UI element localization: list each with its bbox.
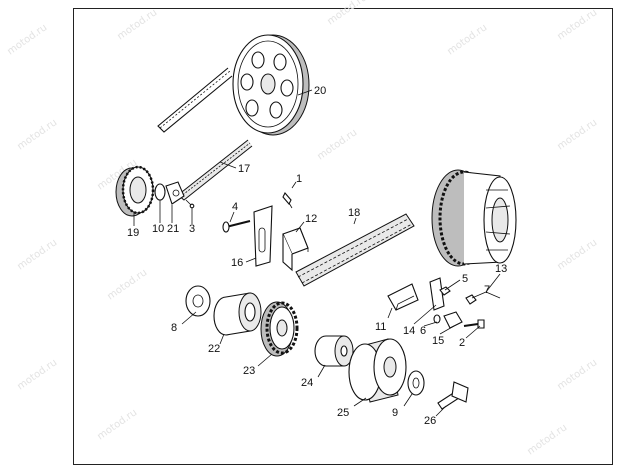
- part-8-washer: [185, 285, 211, 317]
- part-13-nut: [465, 294, 477, 305]
- watermark-text: motod.ru: [315, 127, 359, 162]
- part-19-front-sprocket: [115, 165, 155, 217]
- callout-8: 8: [171, 322, 177, 334]
- watermark-text: motod.ru: [15, 237, 59, 272]
- diagram-frame: [73, 8, 613, 465]
- callout-5: 5: [462, 273, 468, 285]
- callout-10: 10: [152, 223, 164, 235]
- part-4-bolt: [222, 220, 251, 233]
- part-11-chain-guide: [387, 283, 419, 311]
- callout-16: 16: [231, 257, 243, 269]
- callout-9: 9: [392, 407, 398, 419]
- callout-6: 6: [420, 325, 426, 337]
- callout-18: 18: [348, 207, 360, 219]
- watermark-text: motod.ru: [445, 22, 489, 57]
- callout-20: 20: [314, 85, 326, 97]
- watermark-text: motod.ru: [95, 407, 139, 442]
- part-16-tensioner-arm: [253, 205, 273, 267]
- part-26-bolt: [437, 381, 469, 410]
- watermark-text: motod.ru: [555, 357, 599, 392]
- part-24-spline-gear: [314, 335, 354, 367]
- callout-1: 1: [296, 173, 302, 185]
- part-23-sprocket: [260, 301, 299, 357]
- watermark-text: motod.ru: [15, 357, 59, 392]
- callout-24: 24: [301, 377, 313, 389]
- part-25-drum: [348, 338, 407, 403]
- watermark-text: motod.ru: [555, 237, 599, 272]
- rear-sprocket-hub: [431, 169, 517, 267]
- watermark-text: motod.ru: [105, 267, 149, 302]
- callout-4: 4: [232, 201, 238, 213]
- callout-25: 25: [337, 407, 349, 419]
- part-5-nut: [439, 286, 451, 296]
- part-20-rear-pulley: [232, 34, 310, 136]
- watermark-text: motod.ru: [325, 0, 369, 27]
- part-18-roller-chain: [295, 213, 415, 287]
- part-15-bracket: [443, 311, 463, 329]
- callout-7: 7: [484, 284, 490, 296]
- watermark-text: motod.ru: [5, 22, 49, 57]
- callout-3: 3: [189, 223, 195, 235]
- watermark-text: motod.ru: [15, 117, 59, 152]
- callout-11: 11: [375, 321, 386, 333]
- callout-22: 22: [208, 343, 220, 355]
- callout-21: 21: [167, 223, 179, 235]
- part-6-washer: [433, 314, 441, 324]
- callout-12: 12: [305, 213, 317, 225]
- callout-19: 19: [127, 227, 139, 239]
- callout-13: 13: [495, 263, 507, 275]
- callout-15: 15: [432, 335, 444, 347]
- part-2-bolt: [463, 319, 485, 329]
- part-12-adjuster-bracket: [282, 227, 309, 272]
- part-9-washer: [407, 370, 425, 396]
- callout-leaders: [133, 89, 501, 417]
- callout-labels: 20 17 19 10 21 3 1 4 16 12 18 11 5 13 7 …: [127, 85, 507, 427]
- drive-belt: [157, 67, 233, 133]
- watermark-text: motod.ru: [525, 422, 569, 457]
- part-14-plate: [429, 277, 445, 311]
- part-22-splined-hub: [213, 292, 262, 336]
- callout-26: 26: [424, 415, 436, 427]
- callout-23: 23: [243, 365, 255, 377]
- part-10-21-lock-plate: [154, 181, 195, 209]
- part-1-bolt: [282, 192, 293, 209]
- callout-17: 17: [238, 163, 250, 175]
- callout-14: 14: [403, 325, 415, 337]
- callout-2: 2: [459, 337, 465, 349]
- watermark-text: motod.ru: [115, 7, 159, 42]
- watermark-text: motod.ru: [555, 117, 599, 152]
- watermark-text: motod.ru: [555, 7, 599, 42]
